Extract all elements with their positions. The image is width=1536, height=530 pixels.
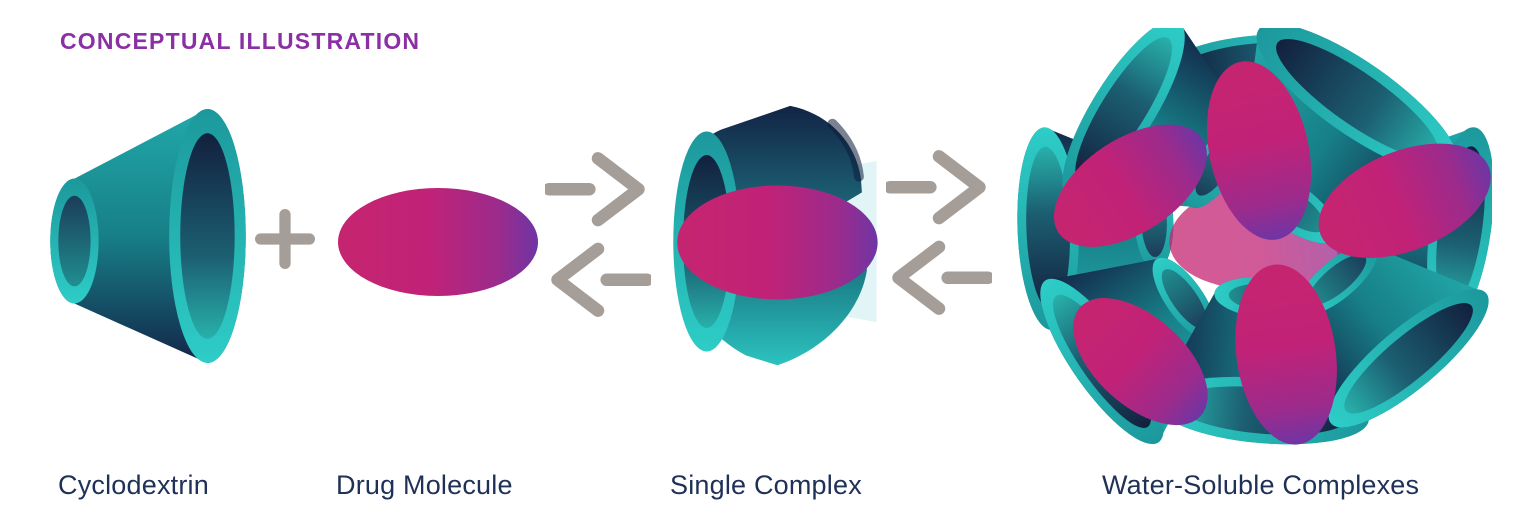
- equilibrium-arrows-icon: [886, 150, 992, 315]
- encapsulated-drug: [677, 185, 878, 300]
- plus-icon: [255, 209, 315, 269]
- stage-label-drug-molecule: Drug Molecule: [336, 470, 513, 500]
- stage-label-water-soluble-complexes: Water-Soluble Complexes: [1102, 470, 1420, 500]
- single-complex-illustration: [673, 105, 878, 366]
- equilibrium-arrows-icon: [545, 152, 651, 317]
- page-title: CONCEPTUAL ILLUSTRATION: [60, 28, 421, 54]
- cyclodextrin-illustration: [50, 109, 246, 363]
- drug-molecule-illustration: [338, 188, 538, 296]
- stage-label-single-complex: Single Complex: [670, 470, 862, 500]
- stage-label-cyclodextrin: Cyclodextrin: [58, 470, 209, 500]
- water-soluble-complexes-illustration: [1016, 28, 1492, 460]
